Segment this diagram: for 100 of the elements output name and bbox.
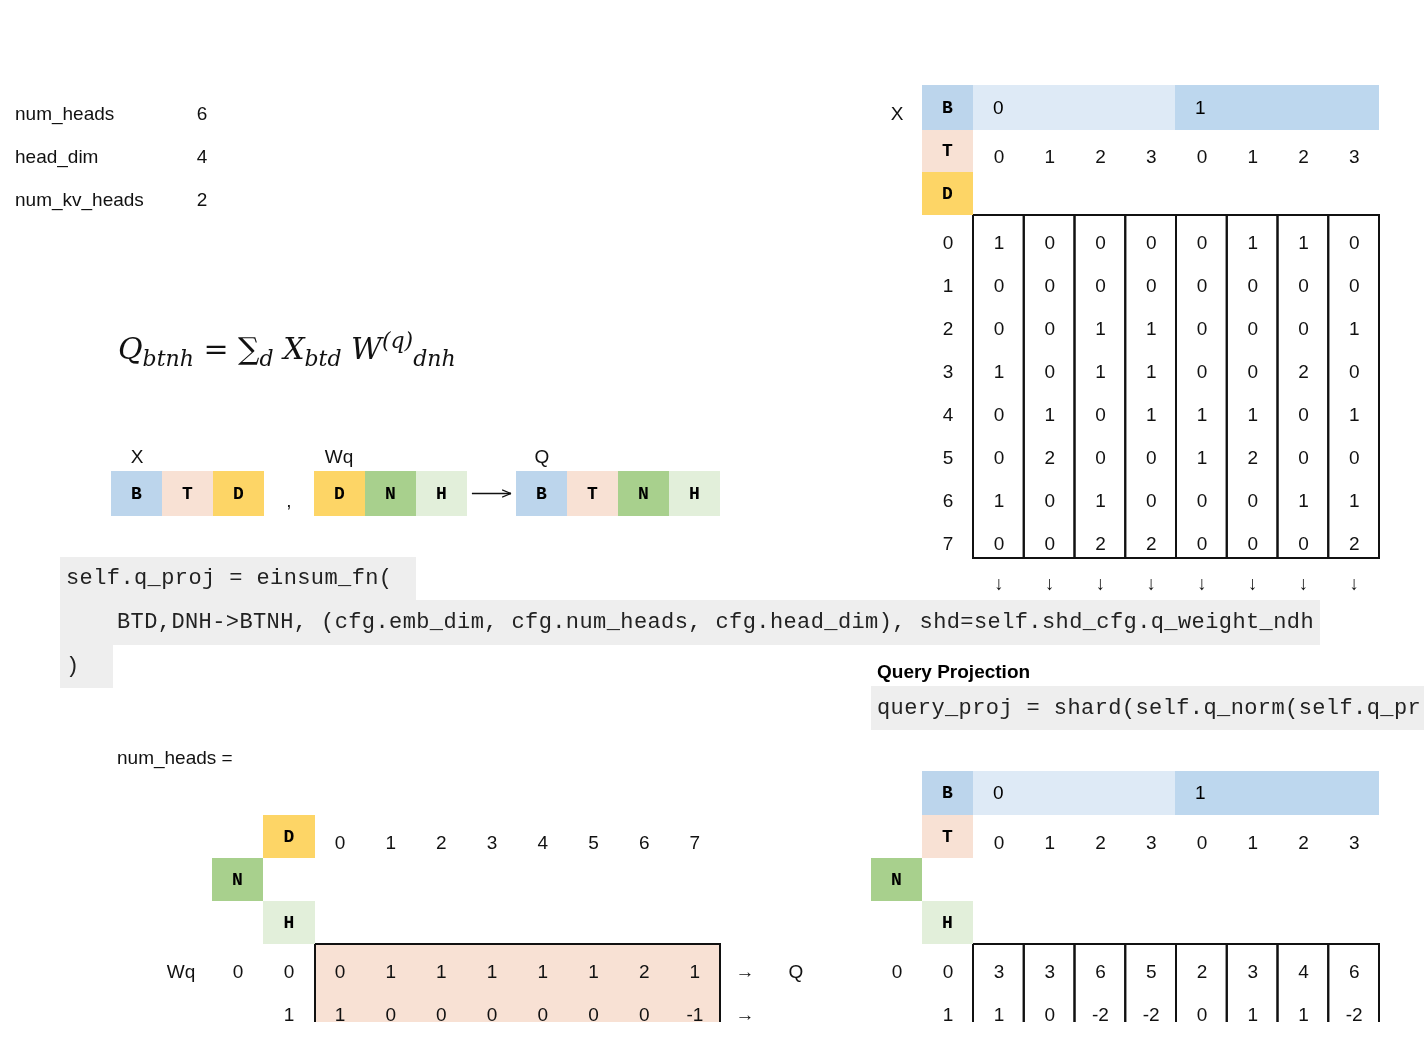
cell-value: 0 (1196, 490, 1208, 510)
cell-value: 0 (486, 1004, 498, 1024)
cell-value: 0 (385, 1004, 396, 1024)
cell-value: 1 (1095, 490, 1106, 510)
index-label: 1 (385, 832, 396, 852)
index-label: 2 (1298, 832, 1309, 852)
cell-value: 3 (1044, 961, 1056, 981)
cell-value: 0 (1247, 318, 1259, 338)
index-band: 0 (973, 85, 1175, 130)
cell-value: 1 (1095, 361, 1106, 381)
cell-value: 0 (1044, 490, 1056, 510)
cell-value: 1 (1196, 404, 1208, 424)
arrow-symbol: → (735, 961, 755, 981)
index-label: 0 (232, 961, 244, 981)
cell-value: 0 (993, 447, 1005, 467)
cell-value: 0 (1196, 318, 1208, 338)
cell-value: 1 (1348, 490, 1360, 510)
cell-value: 0 (1196, 275, 1208, 295)
cell-value: 0 (993, 318, 1005, 338)
parameter-name: num_heads (15, 103, 115, 123)
index-label: 3 (1348, 146, 1360, 166)
cell-value: 0 (993, 275, 1005, 295)
cell-value: 0 (1196, 361, 1208, 381)
arrow-symbol: ↓ (1298, 573, 1309, 593)
index-label: 6 (942, 490, 954, 510)
arrow-symbol: ↓ (1349, 573, 1359, 593)
dimension-tag: H (669, 471, 720, 516)
index-label: 0 (942, 961, 954, 981)
cell-value: -2 (1345, 1004, 1363, 1024)
cell-value: 0 (1348, 447, 1360, 467)
index-label: 5 (942, 447, 954, 467)
index-band: 1 (1175, 771, 1379, 815)
cell-value: 1 (1348, 318, 1360, 338)
index-label: 5 (588, 832, 599, 852)
cell-value: 1 (993, 232, 1005, 252)
cell-value: 3 (993, 961, 1005, 981)
cell-value: 1 (1247, 1004, 1259, 1024)
cell-value: 1 (1298, 490, 1309, 510)
tensor-name: Wq (166, 961, 196, 981)
dimension-tag: T (567, 471, 618, 516)
index-label: 1 (1044, 832, 1056, 852)
index-label: 0 (1196, 832, 1208, 852)
arrow-symbol: ↓ (1095, 573, 1106, 593)
cell-value: 0 (993, 533, 1005, 553)
dimension-tag: H (263, 901, 315, 944)
index-label: 6 (638, 832, 650, 852)
cell-value: 1 (689, 961, 701, 981)
cell-value: 0 (1298, 533, 1309, 553)
index-label: 0 (283, 961, 295, 981)
index-label: 2 (436, 832, 447, 852)
index-label: 1 (942, 1004, 954, 1024)
cell-value: 1 (993, 361, 1005, 381)
equation-text: num_heads = (117, 747, 233, 767)
cell-value: -2 (1092, 1004, 1109, 1024)
dimension-tag: B (922, 771, 973, 815)
dimension-tag: T (922, 815, 973, 858)
tensor-name: Q (534, 446, 550, 466)
index-label: 3 (486, 832, 498, 852)
cell-value: 0 (537, 1004, 549, 1024)
cell-value: 6 (1095, 961, 1106, 981)
dimension-tag: D (314, 471, 365, 516)
cell-value: 0 (1044, 361, 1056, 381)
dimension-tag: T (922, 130, 973, 172)
cell-value: 1 (1247, 404, 1259, 424)
index-band: 1 (1175, 85, 1379, 130)
index-label: 3 (1145, 832, 1157, 852)
cell-value: 1 (993, 1004, 1005, 1024)
index-label: 0 (993, 146, 1005, 166)
index-label: 2 (1298, 146, 1309, 166)
tensor-name: X (130, 446, 144, 466)
cell-value: 2 (1298, 361, 1309, 381)
cell-value: 2 (1247, 447, 1259, 467)
cell-value: 0 (1044, 275, 1056, 295)
parameter-name: head_dim (15, 146, 99, 166)
cell-value: 0 (1095, 404, 1106, 424)
cell-value: 0 (1298, 318, 1309, 338)
cell-value: 1 (1348, 404, 1360, 424)
dimension-tag: B (516, 471, 567, 516)
cell-value: 2 (1095, 533, 1106, 553)
cell-value: 1 (537, 961, 549, 981)
cell-value: 0 (1196, 533, 1208, 553)
cell-value: 2 (1145, 533, 1157, 553)
cell-value: 1 (486, 961, 498, 981)
index-label: 4 (537, 832, 549, 852)
index-label: 1 (283, 1004, 295, 1024)
parameter-value: 4 (196, 146, 208, 166)
cell-value: 4 (1298, 961, 1309, 981)
index-label: 2 (942, 318, 954, 338)
index-label: 0 (891, 961, 903, 981)
cell-value: 1 (1298, 232, 1309, 252)
cell-value: 0 (1196, 232, 1208, 252)
cell-value: 1 (1044, 404, 1056, 424)
cell-value: 0 (1196, 1004, 1208, 1024)
cell-value: 0 (1298, 404, 1309, 424)
separator: , (286, 490, 292, 510)
index-label: 3 (942, 361, 954, 381)
cell-value: 6 (1348, 961, 1360, 981)
index-label: 2 (1095, 832, 1106, 852)
cell-value: 0 (1247, 361, 1259, 381)
cell-value: -2 (1142, 1004, 1160, 1024)
